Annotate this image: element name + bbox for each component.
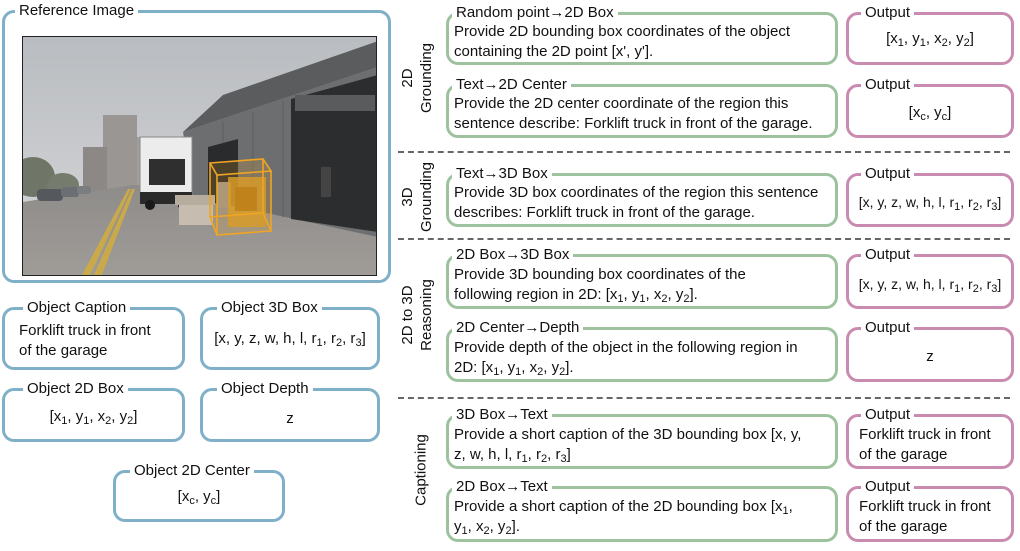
- output-line-2: of the garage: [859, 446, 948, 463]
- task-title: Random point→2D Box: [452, 3, 618, 23]
- task-prompt-line-1: Provide depth of the object in the follo…: [454, 339, 798, 356]
- output-label: Output: [861, 3, 915, 23]
- object-3d-box-card: Object 3D Box [x, y, z, w, h, l, r1, r2,…: [200, 298, 380, 370]
- task-prompt: Provide depth of the object in the follo…: [454, 338, 798, 378]
- task-text-2d-center: Text→2D Center Provide the 2D center coo…: [446, 75, 838, 138]
- task-prompt: Provide 3D box coordinates of the region…: [454, 183, 818, 223]
- output-label: Output: [861, 405, 915, 425]
- output-label: Output: [861, 477, 915, 497]
- task-title: 2D Box→Text: [452, 477, 552, 497]
- output-text-3d-box: Output [x, y, z, w, h, l, r1, r2, r3]: [846, 164, 1014, 227]
- task-title: 3D Box→Text: [452, 405, 552, 425]
- object-depth-label: Object Depth: [217, 379, 313, 399]
- object-3d-box-value: [x, y, z, w, h, l, r1, r2, r3]: [214, 330, 366, 349]
- object-caption-line-1: Forklift truck in front: [19, 322, 151, 339]
- object-depth-card: Object Depth z: [200, 379, 380, 442]
- task-prompt: Provide a short caption of the 2D boundi…: [454, 497, 793, 537]
- separator-2: [398, 238, 1010, 240]
- object-2d-box-card: Object 2D Box [x1, y1, x2, y2]: [2, 379, 185, 442]
- task-2d-box-3d-box: 2D Box→3D Box Provide 3D bounding box co…: [446, 245, 838, 309]
- task-prompt-line-1: Provide a short caption of the 3D boundi…: [454, 426, 802, 443]
- output-value: [xc, yc]: [908, 104, 952, 123]
- object-2d-box-value: [x1, y1, x2, y2]: [49, 408, 138, 427]
- reference-photo: [22, 36, 377, 276]
- output-text-2d-center: Output [xc, yc]: [846, 75, 1014, 138]
- output-value: [x, y, z, w, h, l, r1, r2, r3]: [858, 276, 1002, 295]
- object-2d-center-card: Object 2D Center [xc, yc]: [113, 461, 285, 522]
- task-text-3d-box: Text→3D Box Provide 3D box coordinates o…: [446, 164, 838, 227]
- section-2d-grounding-line-1: 2D: [399, 68, 416, 88]
- task-2d-center-depth: 2D Center→Depth Provide depth of the obj…: [446, 318, 838, 382]
- output-2d-box-text: Output Forklift truck in front of the ga…: [846, 477, 1014, 542]
- task-prompt: Provide a short caption of the 3D boundi…: [454, 425, 801, 465]
- task-prompt-line-2: y1, x2, y2].: [454, 518, 520, 537]
- output-value: Forklift truck in front of the garage: [859, 425, 991, 465]
- forklift-3d-box-overlay: [208, 158, 273, 236]
- task-prompt-line-2: z, w, h, l, r1, r2, r3]: [454, 446, 571, 465]
- output-line-2: of the garage: [859, 518, 948, 535]
- task-prompt-line-2: describes: Forklift truck in front of th…: [454, 204, 755, 221]
- task-title: Text→3D Box: [452, 164, 552, 184]
- object-3d-box-label: Object 3D Box: [217, 298, 322, 318]
- output-2d-box-3d-box: Output [x, y, z, w, h, l, r1, r2, r3]: [846, 245, 1014, 309]
- output-line-1: Forklift truck in front: [859, 498, 991, 515]
- output-3d-box-text: Output Forklift truck in front of the ga…: [846, 405, 1014, 469]
- task-prompt-line-1: Provide 3D box coordinates of the region…: [454, 184, 819, 201]
- object-2d-center-label: Object 2D Center: [130, 461, 254, 481]
- task-prompt-line-1: Provide 2D bounding box coordinates of t…: [454, 23, 791, 40]
- output-value: Forklift truck in front of the garage: [859, 497, 991, 537]
- task-prompt-line-2: 2D: [x1, y1, x2, y2].: [454, 359, 574, 378]
- task-title: Text→2D Center: [452, 75, 571, 95]
- task-prompt-line-1: Provide the 2D center coordinate of the …: [454, 95, 789, 112]
- section-2d-to-3d-line-1: 2D to 3D: [399, 285, 416, 345]
- task-prompt-line-2: sentence describe: Forklift truck in fro…: [454, 115, 813, 132]
- task-prompt: Provide 3D bounding box coordinates of t…: [454, 265, 746, 305]
- reference-image-panel: Reference Image: [2, 1, 391, 283]
- task-prompt-line-1: Provide a short caption of the 2D boundi…: [454, 498, 793, 517]
- task-3d-box-text: 3D Box→Text Provide a short caption of t…: [446, 405, 838, 469]
- object-caption-text: Forklift truck in front of the garage: [19, 321, 151, 361]
- section-2d-to-3d-line-2: Reasoning: [418, 279, 435, 351]
- output-line-1: Forklift truck in front: [859, 426, 991, 443]
- output-value: [x, y, z, w, h, l, r1, r2, r3]: [858, 194, 1002, 213]
- object-caption-card: Object Caption Forklift truck in front o…: [2, 298, 185, 370]
- object-caption-line-2: of the garage: [19, 342, 108, 359]
- output-label: Output: [861, 318, 915, 338]
- object-2d-center-value: [xc, yc]: [177, 488, 221, 507]
- task-prompt-line-2: containing the 2D point [x', y'].: [454, 43, 654, 60]
- separator-1: [398, 151, 1010, 153]
- output-random-point-2d-box: Output [x1, y1, x2, y2]: [846, 3, 1014, 65]
- object-caption-label: Object Caption: [23, 298, 131, 318]
- object-2d-box-label: Object 2D Box: [23, 379, 128, 399]
- output-value: z: [926, 348, 934, 365]
- task-title: 2D Center→Depth: [452, 318, 584, 338]
- task-title: 2D Box→3D Box: [452, 245, 574, 265]
- task-2d-box-text: 2D Box→Text Provide a short caption of t…: [446, 477, 838, 542]
- output-label: Output: [861, 164, 915, 184]
- separator-3: [398, 397, 1010, 399]
- output-label: Output: [861, 75, 915, 95]
- task-random-point-2d-box: Random point→2D Box Provide 2D bounding …: [446, 3, 838, 65]
- section-captioning-line-1: Captioning: [412, 434, 430, 506]
- task-prompt-line-1: Provide 3D bounding box coordinates of t…: [454, 266, 746, 283]
- street-scene-image: [23, 37, 376, 275]
- section-3d-grounding-line-1: 3D: [399, 187, 416, 207]
- output-2d-center-depth: Output z: [846, 318, 1014, 382]
- output-label: Output: [861, 245, 915, 265]
- section-2d-grounding-line-2: Grounding: [418, 42, 435, 114]
- task-prompt: Provide 2D bounding box coordinates of t…: [454, 22, 790, 62]
- task-prompt-line-2: following region in 2D: [x1, y1, x2, y2]…: [454, 286, 698, 305]
- section-3d-grounding-line-2: Grounding: [418, 161, 435, 233]
- reference-image-label: Reference Image: [15, 1, 139, 21]
- object-depth-value: z: [286, 410, 294, 427]
- output-value: [x1, y1, x2, y2]: [886, 30, 974, 49]
- task-prompt: Provide the 2D center coordinate of the …: [454, 94, 813, 134]
